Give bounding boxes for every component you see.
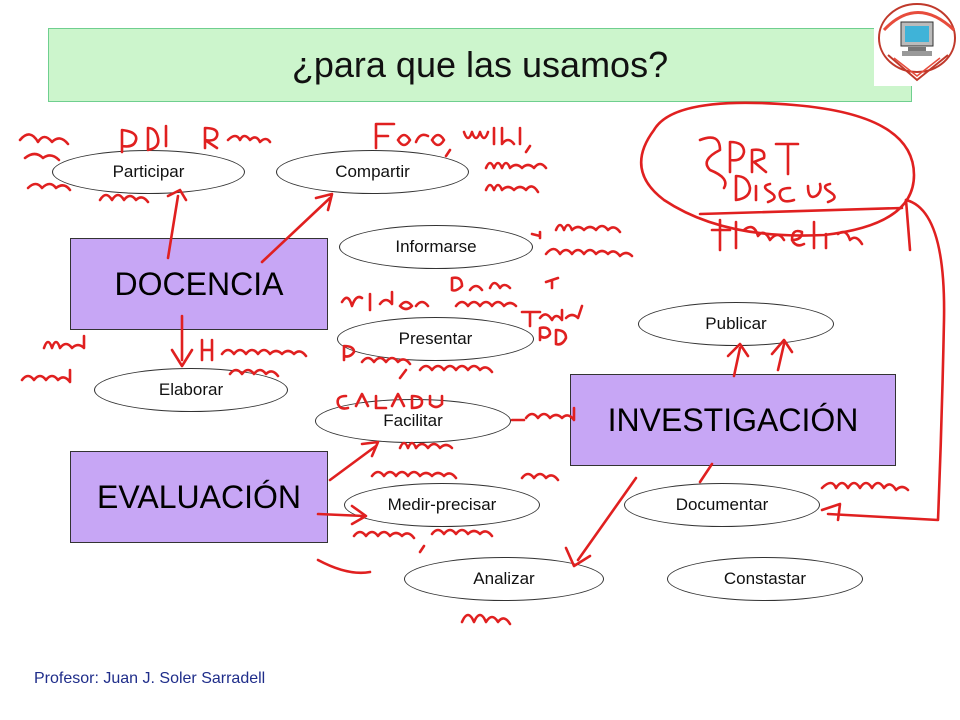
oval-label: Publicar	[705, 314, 767, 333]
oval-label: Facilitar	[383, 411, 443, 430]
oval-label: Analizar	[473, 569, 535, 588]
oval-label: Participar	[112, 162, 185, 181]
oval-analizar: Analizar	[404, 557, 604, 601]
oval-label: Compartir	[335, 162, 410, 181]
docencia-box: DOCENCIA	[70, 238, 328, 330]
docencia-label: DOCENCIA	[114, 265, 284, 302]
oval-compartir: Compartir	[276, 150, 469, 194]
oval-label: Constastar	[723, 569, 807, 588]
oval-label: Documentar	[675, 495, 769, 514]
footer-credit: Profesor: Juan J. Soler Sarradell	[34, 670, 266, 687]
oval-label: Presentar	[398, 329, 473, 348]
oval-participar: Participar	[52, 150, 245, 194]
oval-label: Informarse	[395, 237, 477, 256]
oval-publicar: Publicar	[638, 302, 834, 346]
title-bar: ¿para que las usamos?	[48, 28, 912, 102]
oval-label: Medir-precisar	[387, 495, 497, 514]
oval-constastar: Constastar	[667, 557, 863, 601]
evaluacion-box: EVALUACIÓN	[70, 451, 328, 543]
page-title: ¿para que las usamos?	[291, 44, 669, 85]
investigacion-label: INVESTIGACIÓN	[607, 401, 859, 438]
oval-documentar: Documentar	[624, 483, 820, 527]
oval-elaborar: Elaborar	[94, 368, 288, 412]
investigacion-box: INVESTIGACIÓN	[570, 374, 896, 466]
oval-label: Elaborar	[158, 380, 224, 399]
evaluacion-label: EVALUACIÓN	[97, 478, 301, 515]
computer-logo-icon	[874, 0, 960, 86]
oval-presentar: Presentar	[337, 317, 534, 361]
oval-medir: Medir-precisar	[344, 483, 540, 527]
oval-informarse: Informarse	[339, 225, 533, 269]
oval-facilitar: Facilitar	[315, 399, 511, 443]
